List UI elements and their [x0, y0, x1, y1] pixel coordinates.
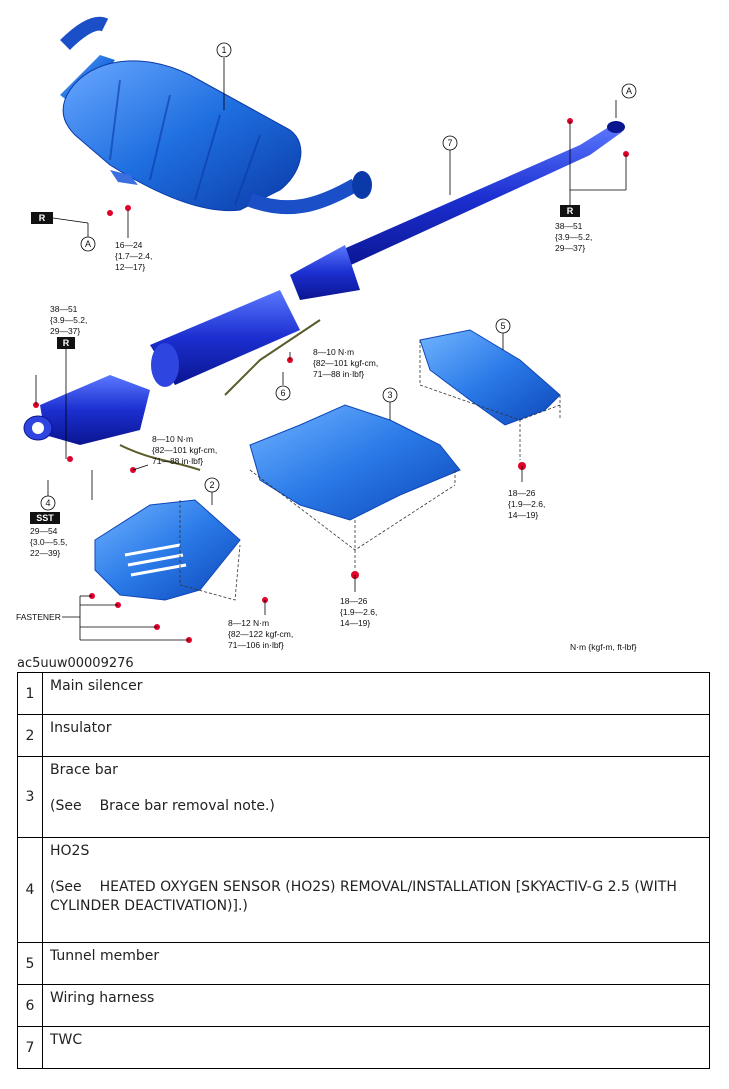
svg-text:4: 4 [45, 498, 50, 508]
table-row: 6 Wiring harness [17, 984, 710, 1027]
see-word: (See [50, 879, 82, 895]
torque-8-10-upper: 8—10 N·m {82—101 kgf-cm, 71—88 in·lbf} [313, 347, 381, 379]
part-name: HO2S [50, 843, 90, 859]
see-word: (See [50, 798, 82, 814]
svg-text:7: 7 [447, 138, 452, 148]
part-number: 1 [17, 672, 43, 715]
torque-16-24: 16—24 {1.7—2.4, 12—17} [115, 240, 155, 272]
part-name: Tunnel member [42, 942, 710, 985]
torque-18-26-right: 18—26 {1.9—2.6, 14—19} [508, 488, 548, 520]
see-reference: (See Brace bar removal note.) [50, 797, 701, 816]
svg-text:2: 2 [209, 480, 214, 490]
torque-8-10-lower: 8—10 N·m {82—101 kgf-cm, 71—88 in·lbf} [152, 434, 220, 466]
table-row: 7 TWC [17, 1026, 710, 1069]
twc-pipe [23, 121, 625, 471]
svg-text:SST: SST [36, 513, 54, 523]
table-row: 5 Tunnel member [17, 942, 710, 985]
insulator [94, 499, 241, 601]
part-number: 2 [17, 714, 43, 757]
callout-a-left: A [80, 236, 96, 252]
parts-table: 1 Main silencer 2 Insulator 3 Brace bar … [17, 672, 710, 1069]
part-number: 5 [17, 942, 43, 985]
torque-8-12: 8—12 N·m {82—122 kgf-cm, 71—106 in·lbf} [228, 618, 296, 650]
fastener-markers [33, 118, 629, 643]
fastener-label: FASTENER [16, 612, 61, 622]
svg-text:R: R [63, 338, 70, 348]
torque-18-26-center: 18—26 {1.9—2.6, 14—19} [340, 596, 380, 628]
table-row: 1 Main silencer [17, 672, 710, 715]
r-tag-mid: R [57, 337, 75, 349]
svg-text:6: 6 [280, 388, 285, 398]
part-name: Brace bar [50, 762, 118, 778]
svg-text:1: 1 [221, 45, 226, 55]
torque-38-51-left: 38—51 {3.9—5.2, 29—37} [50, 304, 90, 336]
part-number: 3 [17, 756, 43, 838]
torque-29-54: 29—54 {3.0—5.5, 22—39} [30, 526, 70, 558]
table-row: 3 Brace bar (See Brace bar removal note.) [17, 756, 710, 838]
part-number: 4 [17, 837, 43, 943]
units-note: N·m {kgf-m, ft-lbf} [570, 642, 637, 652]
part-description: Brace bar (See Brace bar removal note.) [42, 756, 710, 838]
main-silencer [60, 16, 372, 215]
callout-2: 2 [204, 477, 220, 493]
callout-6: 6 [275, 385, 291, 401]
part-number: 7 [17, 1026, 43, 1069]
table-row: 2 Insulator [17, 714, 710, 757]
reference-link[interactable]: HEATED OXYGEN SENSOR (HO2S) REMOVAL/INST… [50, 879, 677, 914]
part-name: TWC [42, 1026, 710, 1069]
part-name: Insulator [42, 714, 710, 757]
svg-text:R: R [567, 206, 574, 216]
svg-text:R: R [39, 213, 46, 223]
reference-link[interactable]: Brace bar removal note.) [99, 798, 275, 814]
figure-caption: ac5uuw00009276 [17, 656, 134, 671]
callout-4: 4 [40, 495, 56, 511]
callout-1: 1 [216, 42, 232, 58]
callout-5: 5 [495, 318, 511, 334]
part-name: Wiring harness [42, 984, 710, 1027]
svg-text:A: A [85, 239, 91, 249]
r-tag-left: R [31, 212, 53, 224]
r-tag-right: R [560, 205, 580, 217]
tunnel-member [419, 329, 561, 426]
brace-bar [249, 404, 461, 521]
exhaust-system-diagram: R R R SST 1 7 A A 5 6 3 2 4 16—24 {1.7—2… [16, 16, 637, 652]
svg-text:3: 3 [387, 390, 392, 400]
callout-a-right: A [621, 83, 637, 99]
torque-38-51-right: 38—51 {3.9—5.2, 29—37} [555, 221, 595, 253]
sst-tag: SST [30, 512, 60, 524]
callout-3: 3 [382, 387, 398, 403]
leader-lines [35, 58, 627, 641]
svg-text:5: 5 [500, 321, 505, 331]
part-name: Main silencer [42, 672, 710, 715]
part-number: 6 [17, 984, 43, 1027]
callout-7: 7 [442, 135, 458, 151]
svg-text:A: A [626, 86, 632, 96]
